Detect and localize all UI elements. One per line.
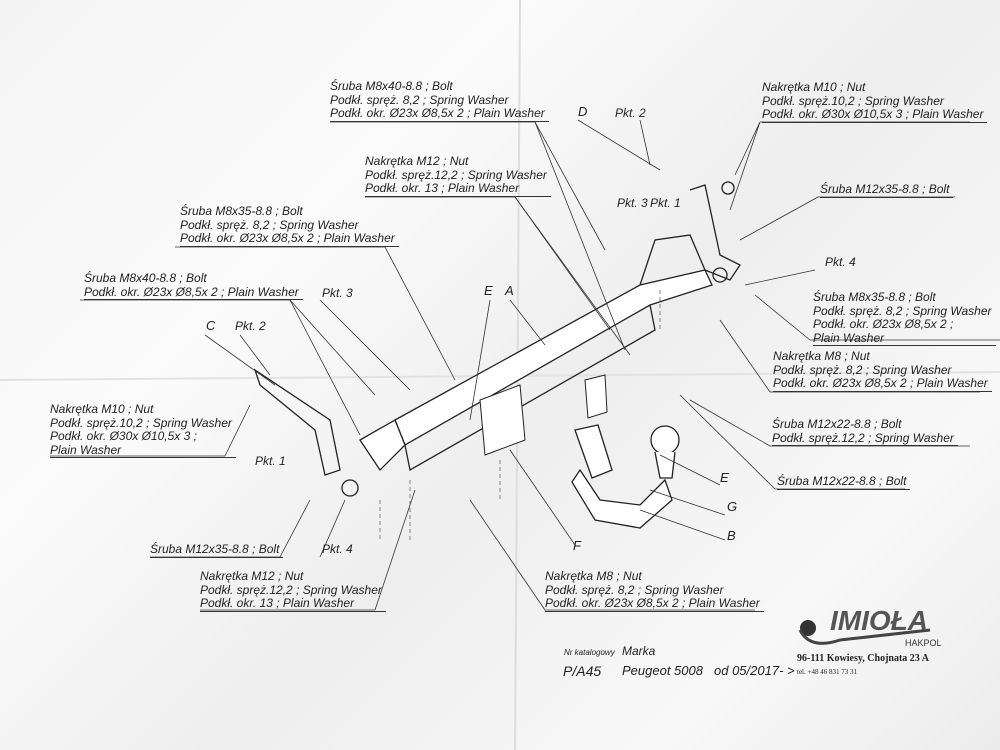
part-letter-d: D <box>578 104 588 119</box>
point-label: Pkt. 1 <box>650 196 681 210</box>
point-label: Pkt. 1 <box>255 454 286 468</box>
svg-text:IMIOŁA: IMIOŁA <box>830 605 928 636</box>
leader-lines <box>50 119 1000 611</box>
catalog-number: P/A45 <box>563 663 602 679</box>
label-right-bolt-m12x22: Śruba M12x22-8.8 ; Bolt <box>777 474 911 490</box>
part-letter-e: E <box>720 470 729 485</box>
brand-value: Peugeot 5008 <box>622 663 703 678</box>
point-label: Pkt. 4 <box>322 542 353 556</box>
imiola-logo: IMIOŁA HAKPOL <box>798 605 942 648</box>
catalog-label: Nr katalogowy <box>564 648 615 657</box>
point-label: Pkt. 2 <box>235 319 266 333</box>
part-letter-e: E <box>484 283 493 298</box>
point-label: Pkt. 3 <box>617 196 648 210</box>
svg-text:HAKPOL: HAKPOL <box>905 638 942 648</box>
part-letter-c: C <box>206 318 216 333</box>
part-letter-g: G <box>727 499 738 514</box>
brand-label: Marka <box>622 644 656 658</box>
company-phone: tel. +48 46 831 73 31 <box>797 668 857 676</box>
company-address: 96-111 Kowiesy, Chojnata 23 A <box>797 653 929 664</box>
production-date: od 05/2017- > <box>714 663 795 678</box>
point-label: Pkt. 2 <box>615 106 646 120</box>
part-letter-f: F <box>573 538 581 553</box>
socket-bracket <box>479 374 608 456</box>
part-letter-b: B <box>727 528 736 543</box>
point-label: Pkt. 4 <box>825 255 856 269</box>
point-label: Pkt. 3 <box>322 286 353 300</box>
part-letter-a: A <box>505 283 514 298</box>
label-left-bolt-m12x35: Śruba M12x35-8.8 ; Bolt <box>150 542 284 558</box>
tow-ball <box>571 424 680 529</box>
label-right-bolt-m12x35: Śruba M12x35-8.8 ; Bolt <box>820 182 954 198</box>
crossbar-beam <box>253 181 741 497</box>
